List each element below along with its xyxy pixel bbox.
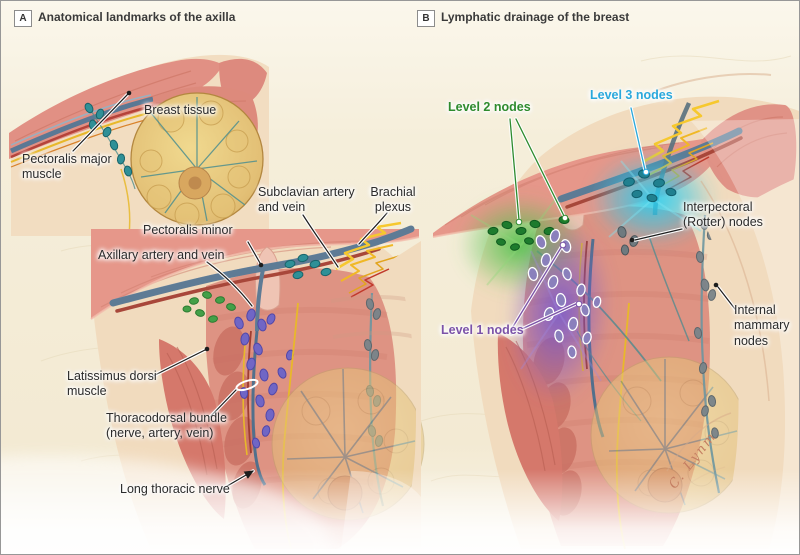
label-level2-nodes: Level 2 nodes <box>448 100 531 114</box>
brachial-plexus-art <box>335 221 402 298</box>
purple-nodes-A <box>234 308 295 449</box>
panel-b-title: Lymphatic drainage of the breast <box>441 10 630 24</box>
level2-nodes <box>487 215 570 251</box>
panel-a-title: Anatomical landmarks of the axilla <box>38 10 236 24</box>
label-latissimus: Latissimus dorsi muscle <box>67 369 157 399</box>
label-long-thoracic: Long thoracic nerve <box>120 482 230 496</box>
label-brachial-plexus: Brachial plexus <box>370 185 416 215</box>
label-pectoralis-major: Pectoralis major muscle <box>22 152 112 182</box>
label-level1-nodes: Level 1 nodes <box>441 323 524 337</box>
apex-nodes-A <box>284 253 332 280</box>
panel-b-tag: B <box>417 10 435 27</box>
axillary-tail-nodes <box>84 102 133 177</box>
label-pectoralis-minor: Pectoralis minor <box>143 223 233 237</box>
label-interpectoral: Interpectoral (Rotter) nodes <box>683 200 763 230</box>
label-internal-mammary: Internal mammary nodes <box>734 303 790 348</box>
panelA-upper-scene <box>9 54 269 237</box>
label-thoracodorsal: Thoracodorsal bundle (nerve, artery, vei… <box>106 411 227 441</box>
label-subclavian: Subclavian artery and vein <box>258 185 355 215</box>
label-breast-tissue: Breast tissue <box>144 103 217 117</box>
leader-lines <box>71 90 737 491</box>
internal-mammary-nodes-B <box>693 218 719 439</box>
green-nodes-A <box>182 291 236 323</box>
leader-endpoints <box>126 90 719 352</box>
label-level3-nodes: Level 3 nodes <box>590 88 673 102</box>
label-axillary: Axillary artery and vein <box>98 248 225 262</box>
panel-a-tag: A <box>14 10 32 27</box>
